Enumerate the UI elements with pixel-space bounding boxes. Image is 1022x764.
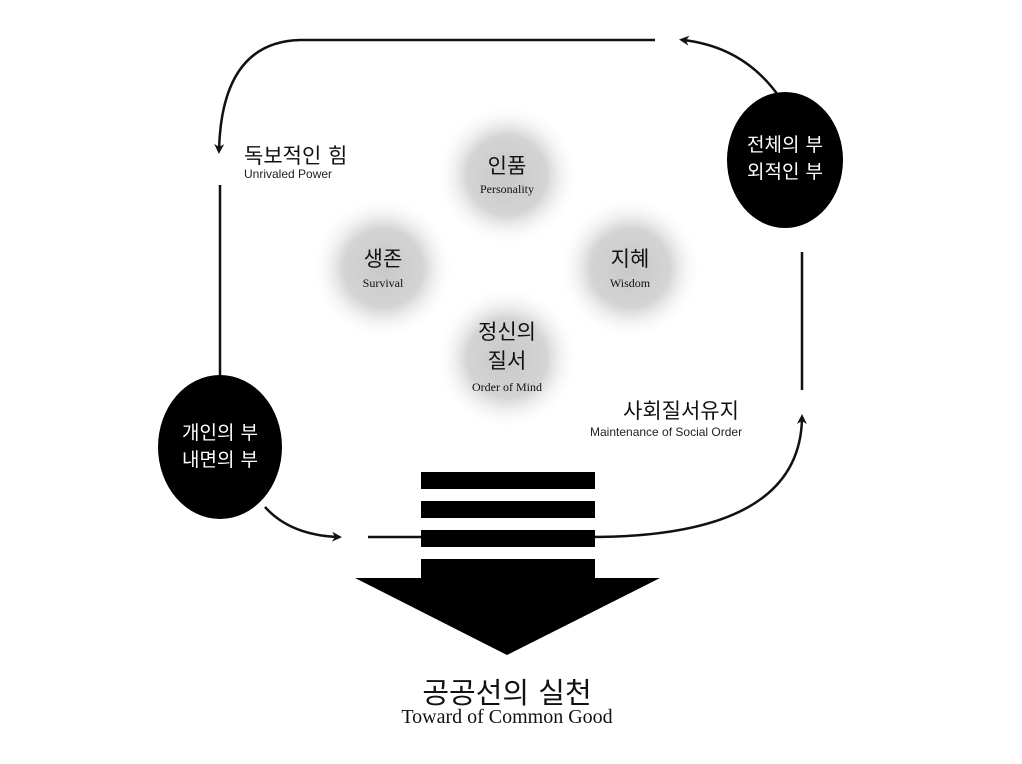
social-order-en: Maintenance of Social Order bbox=[590, 425, 743, 439]
whole-wealth-label: 전체의 부 외적인 부 bbox=[747, 132, 823, 186]
core-order-ko: 정신의 질서 bbox=[478, 318, 536, 376]
core-circle-survival bbox=[311, 196, 455, 340]
whole-to-top-arrow bbox=[679, 35, 782, 99]
stack-bar bbox=[421, 472, 595, 489]
whole-wealth-line2: 외적인 부 bbox=[747, 161, 823, 183]
whole-wealth-line1: 전체의 부 bbox=[747, 134, 823, 156]
center-to-social-arrow bbox=[589, 414, 807, 539]
core-circle-wisdom bbox=[558, 196, 702, 340]
core-personality-ko: 인품 bbox=[487, 154, 527, 178]
social-order-ko: 사회질서유지 bbox=[623, 399, 739, 423]
whole-wealth-circle bbox=[727, 92, 843, 228]
core-wisdom-ko: 지혜 bbox=[610, 247, 650, 271]
stack-bar bbox=[421, 501, 595, 518]
individual-wealth-line2: 내면의 부 bbox=[182, 449, 258, 471]
individual-to-center-arrow bbox=[264, 506, 342, 542]
down-arrow bbox=[355, 578, 660, 655]
result-title-en: Toward of Common Good bbox=[401, 706, 613, 728]
individual-wealth-line1: 개인의 부 bbox=[182, 422, 258, 444]
core-personality-en: Personality bbox=[480, 182, 534, 196]
individual-wealth-label: 개인의 부 내면의 부 bbox=[182, 420, 258, 474]
core-circle-order-of-mind bbox=[435, 286, 579, 430]
unrivaled-power-en: Unrivaled Power bbox=[244, 167, 333, 181]
core-survival-ko: 생존 bbox=[363, 247, 403, 271]
core-survival-en: Survival bbox=[362, 276, 404, 290]
unrivaled-power-ko: 독보적인 힘 bbox=[244, 144, 348, 168]
stack-bar bbox=[421, 530, 595, 547]
individual-wealth-circle bbox=[158, 375, 282, 519]
core-order-ko-line1: 정신의 bbox=[478, 320, 536, 344]
core-circle-personality bbox=[435, 103, 579, 247]
stack-bar bbox=[421, 559, 595, 579]
top-loop-arrow bbox=[214, 38, 655, 154]
core-wisdom-en: Wisdom bbox=[609, 276, 651, 290]
result-title-ko: 공공선의 실천 bbox=[422, 676, 592, 710]
core-order-ko-line2: 질서 bbox=[487, 349, 527, 373]
core-order-en: Order of Mind bbox=[472, 380, 542, 394]
